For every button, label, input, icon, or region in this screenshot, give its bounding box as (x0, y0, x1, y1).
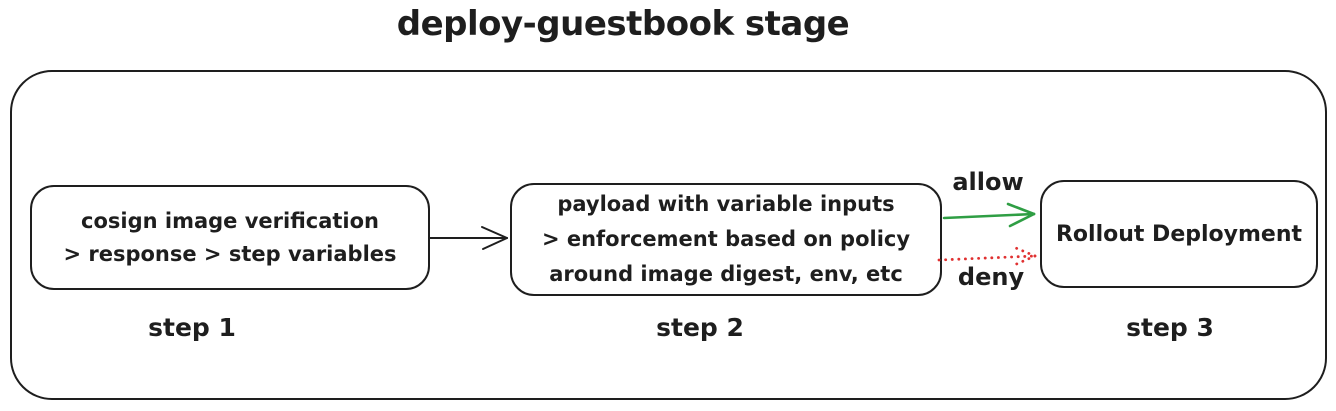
deny-edge-label: deny (957, 263, 1025, 291)
step3-text-line: Rollout Deployment (1055, 221, 1303, 247)
step2-label: step 2 (656, 313, 744, 342)
step1-label: step 1 (148, 313, 236, 342)
step2-node: payload with variable inputs > enforceme… (510, 183, 942, 296)
step2-text-line: > enforcement based on policy (541, 227, 911, 251)
step3-node: Rollout Deployment (1040, 180, 1318, 288)
diagram-title: deploy-guestbook stage (396, 4, 850, 44)
stage-outline (10, 70, 1327, 400)
step2-text-line: payload with variable inputs (557, 192, 895, 216)
step2-text-line: around image digest, env, etc (549, 262, 903, 286)
step1-text-line: > response > step variables (63, 241, 397, 266)
step1-node: cosign image verification > response > s… (30, 185, 430, 290)
step3-label: step 3 (1126, 313, 1214, 342)
allow-edge-label: allow (952, 168, 1024, 196)
step1-text-line: cosign image verification (81, 208, 379, 233)
